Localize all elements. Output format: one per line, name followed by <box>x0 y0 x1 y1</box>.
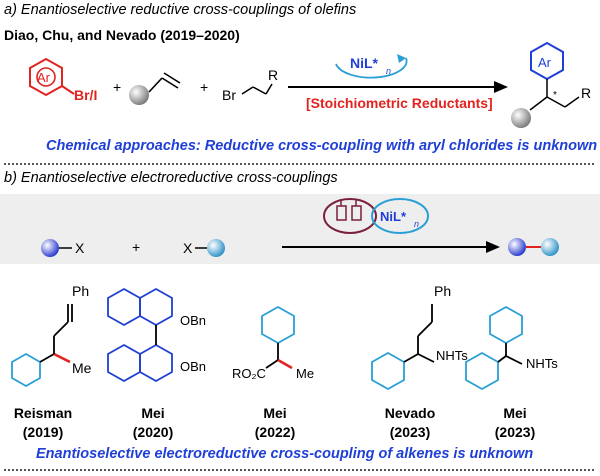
section-a-note: Chemical approaches: Reductive cross-cou… <box>46 138 598 154</box>
svg-text:*: * <box>553 90 557 101</box>
nhts-label-1: NHTs <box>436 348 468 363</box>
aryl-label: Ar <box>37 70 51 85</box>
reductant-label: [Stoichiometric Reductants] <box>306 95 493 111</box>
x-label-1: X <box>75 240 85 256</box>
olefin-structure <box>129 72 181 105</box>
obn-label-1: OBn <box>180 313 206 328</box>
svg-text:NiL*: NiL* <box>380 209 407 224</box>
caption-mei-2022: Mei(2022) <box>254 405 296 440</box>
divider <box>4 163 594 165</box>
svg-text:+: + <box>132 239 140 255</box>
section-b-scheme: X + X NiL* n <box>41 198 559 257</box>
caption-mei-2020: Mei(2020) <box>132 405 174 440</box>
alkyl-bromide-structure: Br R <box>222 67 278 103</box>
catalyst-cycle: NiL* n <box>335 54 408 79</box>
section-b-title: b) Enantioselective electroreductive cro… <box>4 170 338 186</box>
aryl-halide-structure: Ar Br/I <box>29 57 97 103</box>
structure-mei-2022 <box>261 305 295 370</box>
electro-scheme-panel <box>0 194 600 264</box>
structure-mei-2023 <box>465 305 523 391</box>
co2r-label: RO₂C <box>232 366 266 381</box>
alkyl-br-label: Br <box>222 87 236 103</box>
svg-text:Ar: Ar <box>538 55 552 70</box>
caption-reisman: Reisman(2019) <box>13 405 73 440</box>
nhts-label-2: NHTs <box>526 356 558 371</box>
section-a-title: a) Enantioselective reductive cross-coup… <box>4 2 357 18</box>
svg-text:n: n <box>414 219 419 229</box>
plus-sign: + <box>113 79 121 95</box>
section-a-authors: Diao, Chu, and Nevado (2019–2020) <box>4 27 240 43</box>
example-structures: Ph Me OBn OBn RO₂C Me Ph NHTs NHTs <box>11 283 558 391</box>
ph-label: Ph <box>72 283 89 299</box>
svg-text:Ph: Ph <box>434 283 451 299</box>
catalyst-label: NiL* <box>350 55 379 71</box>
plus-sign: + <box>200 79 208 95</box>
svg-text:R: R <box>581 85 591 101</box>
caption-nevado-2023: Nevado(2023) <box>384 405 436 440</box>
structure-reisman <box>11 304 73 388</box>
structure-nevado-2023 <box>371 304 435 391</box>
structure-mei-2020 <box>107 287 173 383</box>
section-b-note: Enantioselective electroreductive cross-… <box>36 446 534 462</box>
x-label-2: X <box>183 240 193 256</box>
obn-label-2: OBn <box>180 359 206 374</box>
electrochem-cycle-icon: NiL* n <box>323 198 429 234</box>
svg-text:n: n <box>386 66 391 76</box>
caption-mei-2023: Mei(2023) <box>494 405 536 440</box>
halide-label: Br/I <box>74 87 97 103</box>
section-a-scheme: Ar Br/I + + Br R <box>29 41 591 128</box>
divider-bottom <box>4 469 594 471</box>
product-structure: Ar * R <box>511 41 591 128</box>
r-label: R <box>268 67 278 83</box>
me-label: Me <box>72 360 92 376</box>
svg-text:Me: Me <box>296 366 314 381</box>
